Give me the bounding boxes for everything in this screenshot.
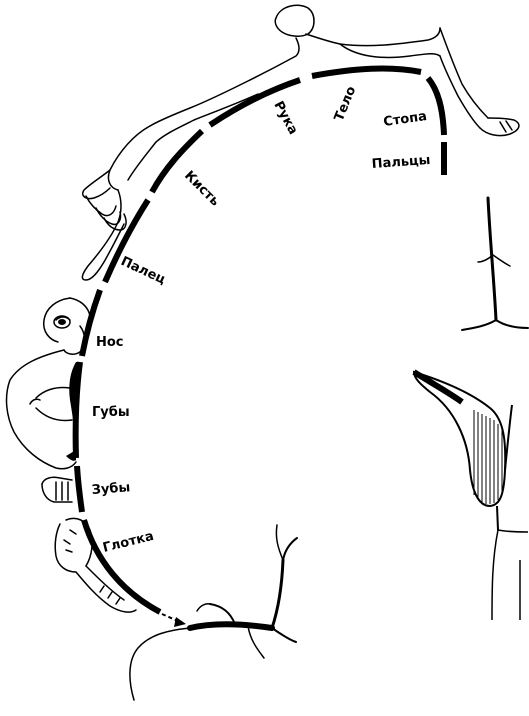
- arc-segment-pharynx: [81, 519, 162, 615]
- label-toes: Пальцы: [371, 153, 431, 172]
- neuron-fragment-top-right: [461, 196, 529, 331]
- arc-segment-finger: [102, 198, 151, 284]
- neuron-fragment-mid-right: [412, 369, 529, 621]
- arc-segment-body: [311, 65, 422, 79]
- label-finger: Палец: [118, 254, 168, 288]
- label-body: Тело: [332, 84, 359, 123]
- arc-segment-foot: [425, 76, 447, 136]
- cortical-arc: [72, 65, 447, 615]
- label-nose: Нос: [96, 335, 124, 350]
- arc-segment-teeth: [74, 465, 85, 513]
- arc-segment-nose: [79, 288, 103, 357]
- label-arm: Рука: [270, 99, 300, 137]
- arc-segment-hand: [149, 128, 205, 194]
- homunculus-face-shading: [58, 319, 78, 461]
- region-labels: Пальцы Стопа Тело Рука Кисть Палец Нос Г…: [91, 84, 431, 556]
- label-foot: Стопа: [382, 109, 427, 130]
- arc-segment-arm: [208, 77, 301, 128]
- label-lips: Губы: [92, 405, 130, 420]
- label-pharynx: Глотка: [101, 529, 155, 556]
- arrow-to-neuron: [161, 613, 186, 627]
- label-hand: Кисть: [181, 168, 222, 209]
- homunculus-body-icon: [5, 4, 520, 613]
- neuron-icon: [129, 524, 298, 701]
- label-teeth: Зубы: [91, 480, 130, 498]
